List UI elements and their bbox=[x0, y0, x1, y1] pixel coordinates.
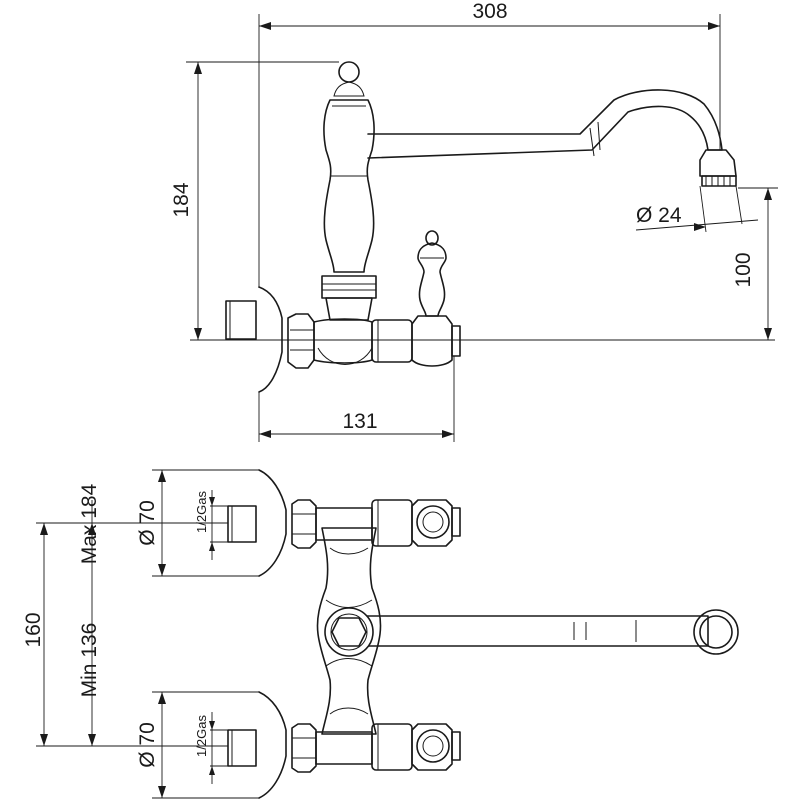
side-view: 308 184 Ø 24 100 bbox=[170, 0, 778, 442]
upper-lever-knob bbox=[416, 505, 450, 539]
dim-dia-24-text: Ø 24 bbox=[636, 204, 682, 227]
lower-lever-knob bbox=[416, 729, 450, 763]
upper-flange bbox=[258, 469, 287, 577]
dim-100-text: 100 bbox=[732, 252, 755, 287]
hex-nut bbox=[287, 313, 315, 369]
upper-inlet bbox=[227, 469, 461, 577]
aerator bbox=[699, 149, 737, 177]
dim-160: 160 bbox=[22, 523, 48, 746]
top-aerator bbox=[693, 609, 739, 655]
dim-lower-dia-70-text: Ø 70 bbox=[136, 722, 159, 768]
column-top-hex bbox=[331, 617, 367, 647]
top-spout bbox=[363, 615, 709, 647]
inlet-nipple bbox=[225, 300, 257, 340]
dim-100: 100 bbox=[732, 187, 778, 340]
wall-flange bbox=[258, 286, 283, 393]
column-top bbox=[324, 607, 374, 657]
column-collar bbox=[321, 275, 377, 299]
dim-131-text: 131 bbox=[342, 410, 377, 433]
dim-308: 308 bbox=[258, 0, 721, 288]
dim-upper-thread: 1/2Gas bbox=[194, 490, 228, 560]
dim-lower-thread-text: 1/2Gas bbox=[194, 715, 209, 757]
dim-dia-24: Ø 24 bbox=[635, 185, 759, 233]
bridge bbox=[316, 527, 382, 735]
top-view: Ø 70 1/2Gas Ø 70 1/2Gas bbox=[22, 469, 739, 799]
dim-upper-thread-text: 1/2Gas bbox=[194, 491, 209, 533]
dim-lower-thread: 1/2Gas bbox=[194, 712, 228, 784]
lower-flange bbox=[258, 691, 287, 799]
column bbox=[323, 99, 375, 273]
dim-308-text: 308 bbox=[472, 0, 507, 23]
dim-max-min: Max 184 Min 136 bbox=[78, 483, 101, 746]
lever-handle bbox=[417, 242, 447, 317]
body-cap bbox=[451, 325, 461, 357]
dim-131: 131 bbox=[258, 356, 455, 442]
valve-body bbox=[313, 318, 373, 364]
dim-max-184-text: Max 184 bbox=[78, 483, 101, 564]
dim-184-text: 184 bbox=[170, 182, 193, 217]
dim-160-text: 160 bbox=[22, 612, 45, 647]
dim-lower-dia-70: Ø 70 bbox=[136, 691, 259, 799]
spout bbox=[367, 89, 723, 159]
dim-min-136-text: Min 136 bbox=[78, 623, 101, 698]
dim-184: 184 bbox=[170, 61, 339, 340]
lever-base bbox=[411, 315, 453, 367]
lower-inlet bbox=[227, 691, 461, 799]
